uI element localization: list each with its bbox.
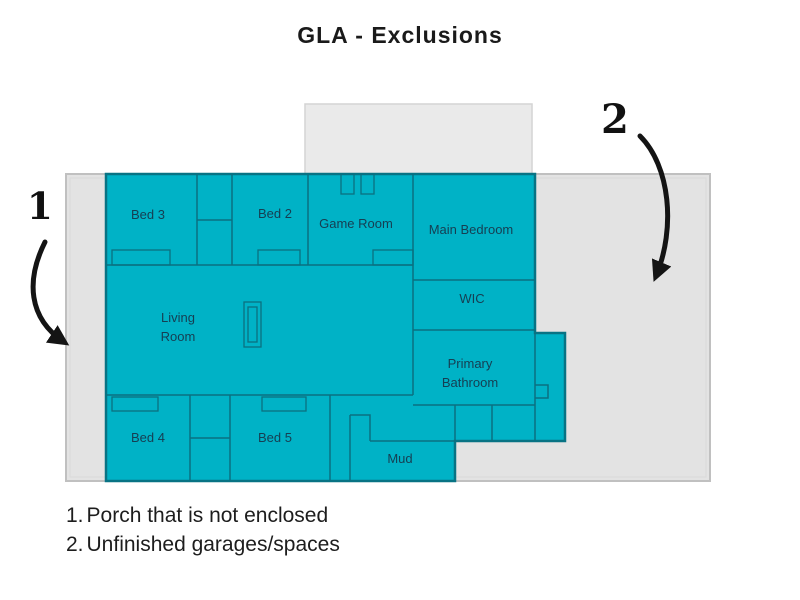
arrow-2-garage — [637, 133, 672, 282]
arrow-1-porch — [30, 239, 70, 346]
room-label-living-line1: Living — [161, 310, 195, 325]
legend-item-1: 1. Porch that is not enclosed — [66, 501, 340, 530]
room-label-primary-line1: Primary — [448, 356, 493, 371]
closet-bed2 — [257, 249, 301, 266]
legend-item-2: 2. Unfinished garages/spaces — [66, 530, 340, 559]
closet-bed3 — [111, 249, 171, 266]
room-label-primary-line2: Bathroom — [442, 375, 498, 390]
fireplace-outer — [243, 301, 262, 348]
annotation-marker-2: 2 — [601, 96, 629, 143]
page-title: GLA - Exclusions — [297, 22, 503, 48]
room-label-game-room: Game Room — [319, 216, 393, 231]
unfinished-top-area — [304, 103, 533, 176]
window-gameroom-left — [340, 173, 355, 195]
closet-bed5 — [261, 396, 307, 412]
legend: 1. Porch that is not enclosed 2. Unfinis… — [66, 501, 340, 559]
annotation-marker-1: 1 — [27, 184, 53, 228]
window-gameroom-right — [360, 173, 375, 195]
room-label-bed2: Bed 2 — [258, 206, 292, 221]
legend-item-1-text: Porch that is not enclosed — [86, 504, 329, 527]
closet-gameroom — [372, 249, 414, 266]
room-label-main-bedroom: Main Bedroom — [429, 222, 514, 237]
room-label-bed5: Bed 5 — [258, 430, 292, 445]
legend-item-2-text: Unfinished garages/spaces — [86, 533, 340, 556]
room-label-living-line2: Room — [161, 329, 196, 344]
fireplace-inner — [247, 306, 258, 343]
room-label-bed3: Bed 3 — [131, 207, 165, 222]
closet-bed4 — [111, 396, 159, 412]
legend-item-2-number: 2. — [66, 533, 84, 556]
room-label-bed4: Bed 4 — [131, 430, 165, 445]
room-label-mud: Mud — [387, 451, 412, 466]
interior-walls — [106, 173, 549, 481]
room-label-wic: WIC — [459, 291, 484, 306]
wall-lines — [106, 174, 549, 481]
legend-item-1-number: 1. — [66, 504, 84, 527]
